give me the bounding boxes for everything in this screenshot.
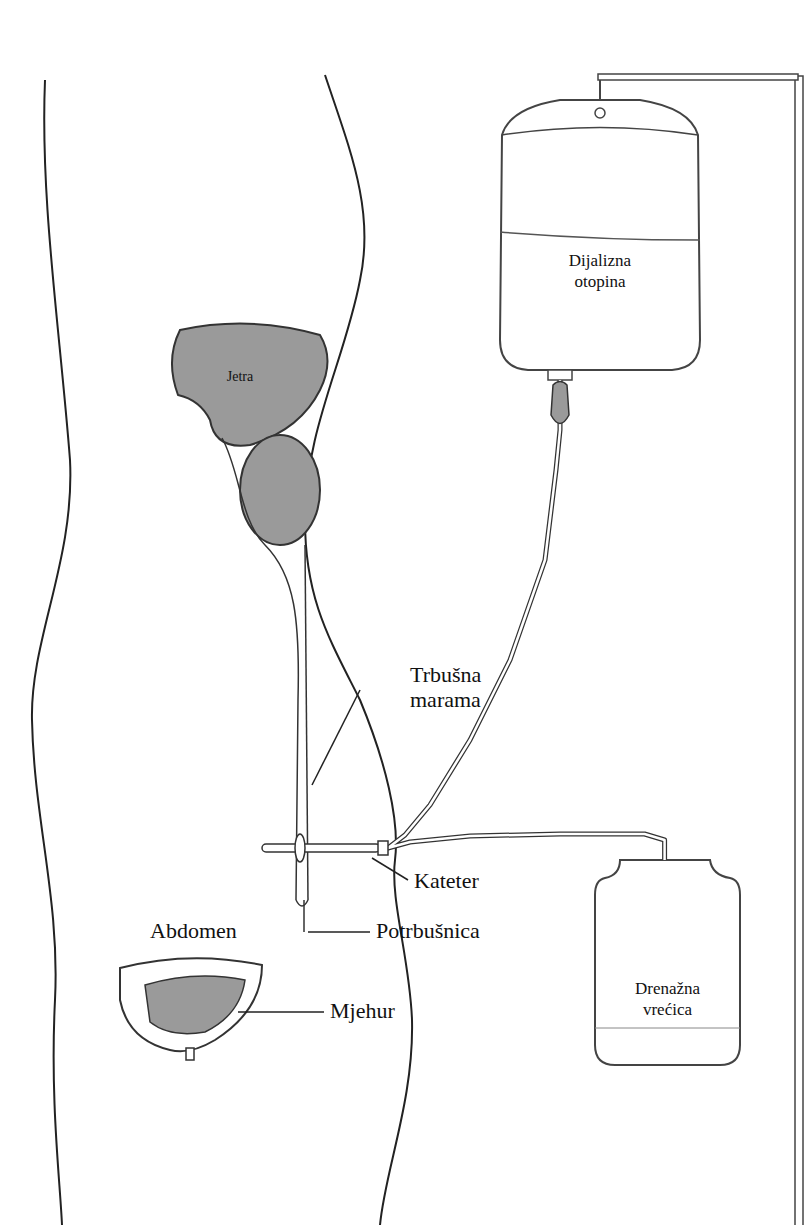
hook [599, 80, 601, 102]
leader-line [238, 1011, 324, 1013]
connector-fitting [378, 841, 388, 855]
iv-pole-arm [598, 74, 798, 80]
bag-port [548, 370, 572, 380]
fluid-level [595, 1028, 740, 1029]
iv-pole [795, 76, 803, 1225]
dialysis-bag-node: Dijalizna otopina [500, 100, 700, 370]
part-label: Potrbušnica [376, 918, 480, 943]
drainage-bag-node: Drenažna vrećica [595, 860, 740, 1065]
fluid-level [500, 232, 700, 240]
body-outline [32, 80, 70, 1225]
body-outline [305, 75, 412, 1225]
omentum [296, 900, 308, 906]
leader-line [372, 858, 408, 880]
peritoneum [303, 900, 305, 932]
urethra [186, 1048, 194, 1060]
part-label: Kateter [414, 868, 479, 893]
cuff [295, 834, 305, 862]
leader-line [308, 931, 370, 933]
bladder [120, 958, 262, 1051]
leader-line [312, 690, 360, 785]
tube-inner [388, 380, 665, 860]
bladder-inner [145, 976, 245, 1034]
part-label: Trbušna marama [410, 662, 500, 713]
tubing [388, 380, 665, 860]
dialysis-bag [500, 100, 700, 370]
tube-outline [388, 380, 665, 860]
liver [172, 324, 328, 446]
node-text: Drenažna vrećica [623, 978, 713, 1021]
part-label: Abdomen [150, 918, 237, 943]
stomach [240, 435, 320, 545]
omentum [222, 438, 298, 900]
bag-eyelet [595, 108, 605, 118]
node-text: Dijalizna otopina [555, 250, 645, 293]
drainage-bag [595, 860, 740, 1065]
node-text: Jetra [175, 368, 305, 386]
catheter [262, 844, 380, 852]
bag-top [502, 128, 698, 136]
liver-node: Jetra [175, 330, 305, 440]
drip-chamber [551, 382, 569, 424]
part-label: Mjehur [330, 998, 395, 1023]
